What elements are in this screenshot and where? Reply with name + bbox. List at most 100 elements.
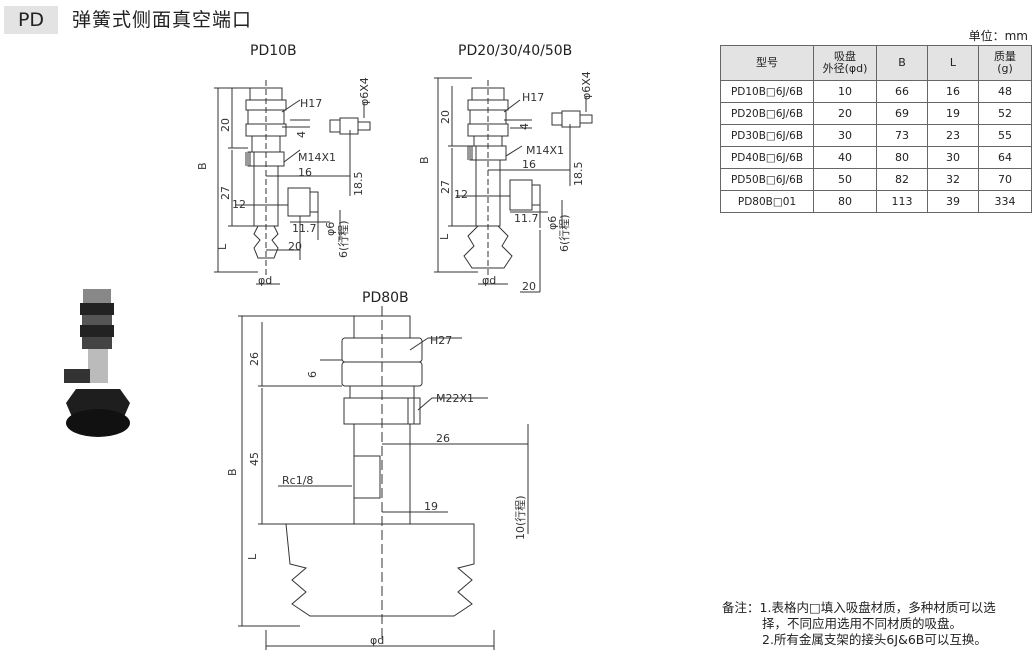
header-cup-line2: 外径(φd) xyxy=(822,62,868,75)
pd10-dim-185: 18.5 xyxy=(352,172,365,197)
header-l: L xyxy=(927,45,979,81)
pd10-dim-phi6: φ6 xyxy=(324,222,337,236)
cell-model: PD20B□6J/6B xyxy=(720,102,814,125)
pd20-dim-12: 12 xyxy=(454,188,468,201)
table-row: PD80B□01 80 113 39 334 xyxy=(720,190,1032,213)
cell-diameter: 20 xyxy=(813,102,877,125)
pd80-dim-19: 19 xyxy=(424,500,438,513)
table-row: PD40B□6J/6B 40 80 30 64 xyxy=(720,146,1032,169)
pd20-dim-185: 18.5 xyxy=(572,162,585,187)
cell-b: 69 xyxy=(876,102,928,125)
pd80-label: PD80B xyxy=(362,290,409,306)
cell-l: 32 xyxy=(927,168,979,191)
pd10-dim-4: 4 xyxy=(295,131,308,138)
pd20-dim-l: L xyxy=(438,233,451,240)
pd80-dim-stroke: 10(行程) xyxy=(514,495,527,540)
cell-l: 39 xyxy=(927,190,979,213)
cell-l: 19 xyxy=(927,102,979,125)
pd20-dim-m14: M14X1 xyxy=(526,144,564,157)
table-row: PD50B□6J/6B 50 82 32 70 xyxy=(720,168,1032,191)
note-line-1: 备注：1.表格内□填入吸盘材质，多种材质可以选 xyxy=(722,600,1034,616)
cell-diameter: 10 xyxy=(813,80,877,103)
page-title: 弹簧式侧面真空端口 xyxy=(72,9,253,31)
cell-mass: 64 xyxy=(978,146,1032,169)
pd20-dim-phi6: φ6 xyxy=(546,216,559,230)
pd10-dim-27: 27 xyxy=(219,186,232,200)
pd80-dim-6: 6 xyxy=(306,371,319,378)
technical-drawings: B L 20 27 12 H17 4 M14X1 16 18.5 φ6X4 11… xyxy=(196,71,593,650)
pd10-dim-phi6x4: φ6X4 xyxy=(358,77,371,106)
pd80-dim-rc: Rc1/8 xyxy=(282,474,313,487)
pd10-dim-16: 16 xyxy=(298,166,312,179)
cell-l: 23 xyxy=(927,124,979,147)
cell-mass: 55 xyxy=(978,124,1032,147)
cell-diameter: 80 xyxy=(813,190,877,213)
header-cup-diameter: 吸盘 外径(φd) xyxy=(813,45,877,81)
pd10-dim-12: 12 xyxy=(232,198,246,211)
pd20-dim-h17: H17 xyxy=(522,91,544,104)
notes: 备注：1.表格内□填入吸盘材质，多种材质可以选 择，不同应用选用不同材质的吸盘。… xyxy=(722,600,1034,648)
pd10-dim-l: L xyxy=(216,243,229,250)
pd10-drawing xyxy=(214,80,371,285)
cell-b: 82 xyxy=(876,168,928,191)
pd20-dim-phi6x4: φ6X4 xyxy=(580,71,593,100)
pd20-dim-20: 20 xyxy=(439,110,452,124)
pd10-dim-stroke: 6(行程) xyxy=(337,220,350,258)
series-tag: PD xyxy=(4,6,58,34)
pd20-dim-16: 16 xyxy=(522,158,536,171)
spec-table: 型号 吸盘 外径(φd) B L 质量 (g) PD10B□6J/6B 10 6… xyxy=(720,45,1032,213)
note-1: 1.表格内□填入吸盘材质，多种材质可以选 xyxy=(759,600,996,615)
pd80-drawing xyxy=(238,306,529,650)
pd20-dim-stroke: 6(行程) xyxy=(558,214,571,252)
cell-b: 80 xyxy=(876,146,928,169)
pd80-dim-45: 45 xyxy=(248,452,261,466)
cell-diameter: 40 xyxy=(813,146,877,169)
pd80-dim-26h: 26 xyxy=(436,432,450,445)
cell-mass: 70 xyxy=(978,168,1032,191)
pd10-label: PD10B xyxy=(250,43,297,59)
cell-mass: 48 xyxy=(978,80,1032,103)
table-row: PD30B□6J/6B 30 73 23 55 xyxy=(720,124,1032,147)
pd10-dim-b: B xyxy=(196,162,209,170)
pd20-label: PD20/30/40/50B xyxy=(458,43,573,59)
pd20-dim-27: 27 xyxy=(439,180,452,194)
header-b: B xyxy=(876,45,928,81)
notes-prefix: 备注： xyxy=(722,600,760,615)
unit-label: 单位：mm xyxy=(968,29,1028,43)
cell-model: PD50B□6J/6B xyxy=(720,168,814,191)
cell-mass: 334 xyxy=(978,190,1032,213)
product-photo xyxy=(64,289,130,437)
pd20-drawing xyxy=(434,77,593,293)
header-mass-line1: 质量 xyxy=(994,50,1016,63)
cell-diameter: 30 xyxy=(813,124,877,147)
cell-diameter: 50 xyxy=(813,168,877,191)
cell-b: 73 xyxy=(876,124,928,147)
table-row: PD10B□6J/6B 10 66 16 48 xyxy=(720,80,1032,103)
pd80-dim-phid: φd xyxy=(370,634,384,647)
pd80-dim-l: L xyxy=(246,553,259,560)
pd20-dim-w20: 20 xyxy=(522,280,536,293)
pd10-dim-m14: M14X1 xyxy=(298,151,336,164)
pd10-dim-w20: 20 xyxy=(288,240,302,253)
header-mass-line2: (g) xyxy=(997,62,1013,75)
pd20-dim-4: 4 xyxy=(518,123,531,130)
pd20-dim-b: B xyxy=(418,156,431,164)
table-row: PD20B□6J/6B 20 69 19 52 xyxy=(720,102,1032,125)
cell-l: 16 xyxy=(927,80,979,103)
note-2: 2.所有金属支架的接头6J&6B可以互换。 xyxy=(762,632,987,647)
pd80-dim-26v: 26 xyxy=(248,352,261,366)
pd80-dim-h27: H27 xyxy=(430,334,452,347)
cell-mass: 52 xyxy=(978,102,1032,125)
pd80-dim-b: B xyxy=(226,468,239,476)
cell-b: 113 xyxy=(876,190,928,213)
pd10-dim-h17: H17 xyxy=(300,97,322,110)
cell-model: PD80B□01 xyxy=(720,190,814,213)
pd20-dim-117: 11.7 xyxy=(514,212,539,225)
header-model: 型号 xyxy=(720,45,814,81)
pd80-dim-m22: M22X1 xyxy=(436,392,474,405)
pd20-dim-phid: φd xyxy=(482,274,496,287)
note-1-continued: 择，不同应用选用不同材质的吸盘。 xyxy=(762,616,963,631)
pd10-dim-20: 20 xyxy=(219,118,232,132)
cell-model: PD10B□6J/6B xyxy=(720,80,814,103)
cell-model: PD30B□6J/6B xyxy=(720,124,814,147)
